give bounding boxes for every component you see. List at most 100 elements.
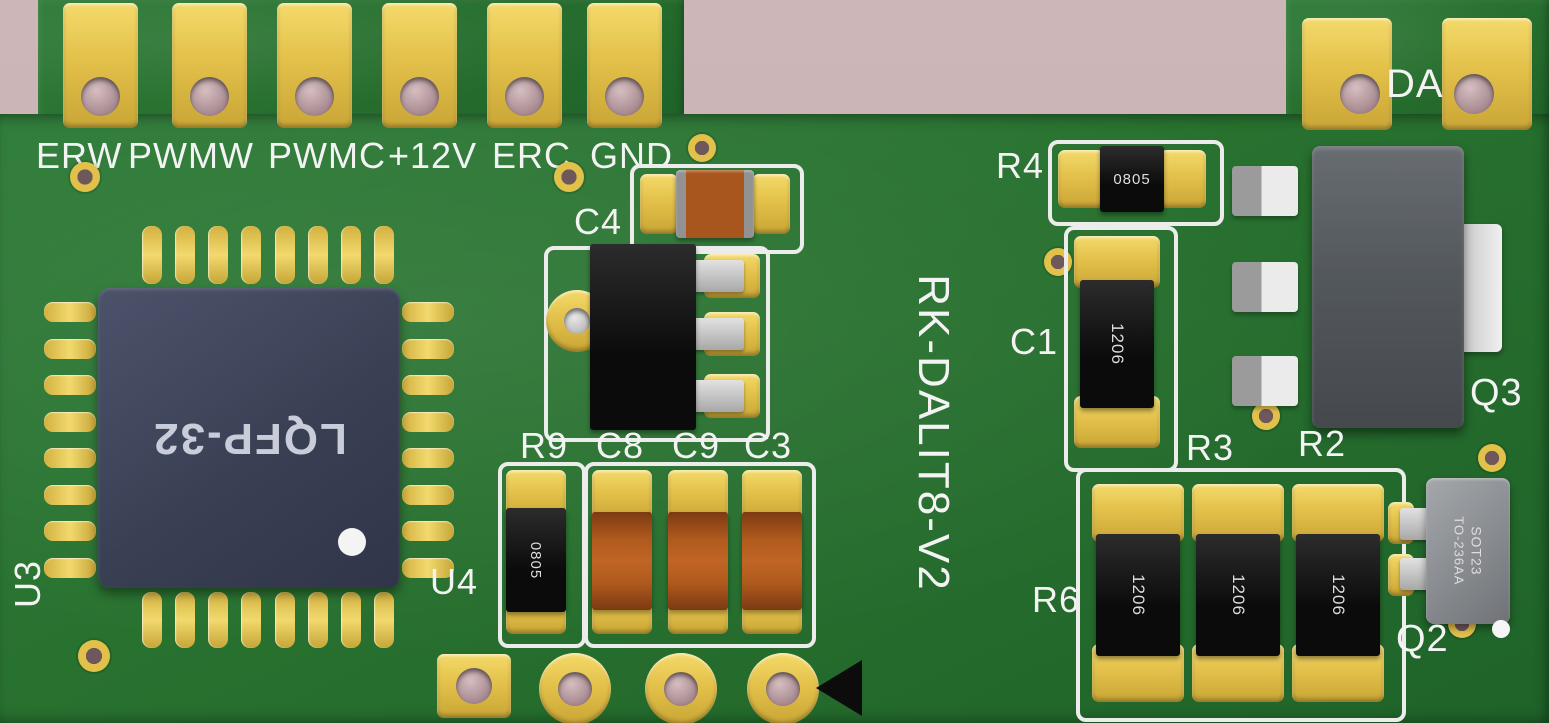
pad-hole — [664, 672, 698, 706]
r9-ref-label: R9 — [520, 425, 569, 466]
r6-pad-top — [1092, 484, 1184, 542]
r3-ref-label: R3 — [1186, 427, 1235, 468]
u4-body — [590, 244, 696, 430]
connector-pad-12v — [382, 3, 457, 128]
pad-hole — [456, 668, 492, 704]
u3-pins-top — [142, 226, 394, 284]
r2-body: 1206 — [1296, 534, 1380, 656]
bottom-round-pad-2 — [645, 653, 717, 723]
c4-silkscreen — [630, 164, 804, 254]
u3-pin1-dot — [338, 528, 366, 556]
q2-body-marking-line1: SOT23 — [1468, 526, 1485, 576]
c3-ref-label: C3 — [744, 425, 793, 466]
via — [1252, 402, 1280, 430]
r4-silkscreen — [1048, 140, 1224, 226]
pad-hole — [81, 77, 120, 116]
connector-pad-pwmc — [277, 3, 352, 128]
c8-body — [592, 512, 652, 610]
pad-hole — [505, 77, 544, 116]
q2-body-marking-line2: TO-236AA — [1452, 516, 1468, 586]
c9-ref-label: C9 — [672, 425, 721, 466]
pad-hole — [558, 672, 592, 706]
c4-body — [676, 170, 754, 238]
smd-part-2 — [1232, 262, 1298, 312]
r6-body-marking: 1206 — [1128, 574, 1148, 616]
via — [688, 134, 716, 162]
pad-hole — [1340, 74, 1380, 114]
board-title: RK-DALIT8-V2 — [909, 274, 958, 592]
r3-pad-top — [1192, 484, 1284, 542]
r3-body: 1206 — [1196, 534, 1280, 656]
u3-package-marking: LQFP-32 — [151, 414, 347, 463]
c8-ref-label: C8 — [596, 425, 645, 466]
c1-pad-top — [1074, 236, 1160, 288]
smd-part-1 — [1232, 166, 1298, 216]
via — [554, 162, 584, 192]
via — [70, 162, 100, 192]
bottom-square-pad — [437, 654, 511, 718]
board-top-connector-tab — [38, 0, 684, 118]
u3-pins-left — [44, 302, 96, 578]
r4-body: 0805 — [1100, 146, 1164, 212]
pad-hole — [605, 77, 644, 116]
c4-pad-left — [640, 174, 678, 234]
via — [78, 640, 110, 672]
u4-lead-1 — [692, 260, 744, 292]
c1-body: 1206 — [1080, 280, 1154, 408]
r4-ref-label: R4 — [996, 145, 1045, 186]
c4-pad-right — [752, 174, 790, 234]
q2-body: SOT23 TO-236AA — [1426, 478, 1510, 624]
q2-lead-1 — [1400, 508, 1430, 540]
r4-body-marking: 0805 — [1113, 170, 1151, 188]
connector-pad-erw — [63, 3, 138, 128]
r9-body: 0805 — [506, 508, 566, 612]
pad-hole — [295, 77, 334, 116]
caps-group-silkscreen — [584, 462, 816, 648]
q2-lead-2 — [1400, 558, 1430, 590]
connector-pad-erc — [487, 3, 562, 128]
pin-label-pwmc: PWMC — [268, 135, 386, 176]
smd-part-3 — [1232, 356, 1298, 406]
r6-body: 1206 — [1096, 534, 1180, 656]
c9-pad-top — [668, 470, 728, 520]
u3-pins-right — [402, 302, 454, 578]
u3-chip-body: LQFP-32 — [98, 288, 400, 588]
r2-pad-top — [1292, 484, 1384, 542]
pad-hole — [400, 77, 439, 116]
r9-body-marking: 0805 — [527, 541, 545, 579]
c4-ref-label: C4 — [574, 201, 623, 242]
u4-lead-3 — [692, 380, 744, 412]
q2-ref-label: Q2 — [1396, 618, 1449, 660]
pad-hole — [190, 77, 229, 116]
silkscreen-dot — [1492, 620, 1510, 638]
u4-lead-2 — [692, 318, 744, 350]
da-pad-2 — [1442, 18, 1532, 130]
r4-pad-left — [1058, 150, 1104, 208]
r2-body-marking: 1206 — [1328, 574, 1348, 616]
da-label: DA — [1386, 62, 1444, 106]
c3-pad-top — [742, 470, 802, 520]
q3-body — [1312, 146, 1464, 428]
c1-body-marking: 1206 — [1107, 323, 1127, 365]
u3-ref-label: U3 — [7, 559, 48, 608]
polarity-triangle-icon — [816, 660, 862, 716]
pad-hole — [564, 308, 590, 334]
bottom-round-pad-1 — [539, 653, 611, 723]
c1-ref-label: C1 — [1010, 321, 1059, 362]
pad-hole — [766, 672, 800, 706]
r3-body-marking: 1206 — [1228, 574, 1248, 616]
connector-pad-pwmw — [172, 3, 247, 128]
r4-pad-right — [1160, 150, 1206, 208]
c3-body — [742, 512, 802, 610]
via — [1478, 444, 1506, 472]
r6-ref-label: R6 — [1032, 579, 1081, 620]
u3-pins-bottom — [142, 592, 394, 648]
r2-ref-label: R2 — [1298, 423, 1347, 464]
da-pad-1 — [1302, 18, 1392, 130]
q3-tab — [1460, 224, 1502, 352]
bottom-round-pad-3 — [747, 653, 819, 723]
pad-hole — [1454, 74, 1494, 114]
connector-pad-gnd — [587, 3, 662, 128]
pin-label-12v: +12V — [388, 135, 478, 176]
